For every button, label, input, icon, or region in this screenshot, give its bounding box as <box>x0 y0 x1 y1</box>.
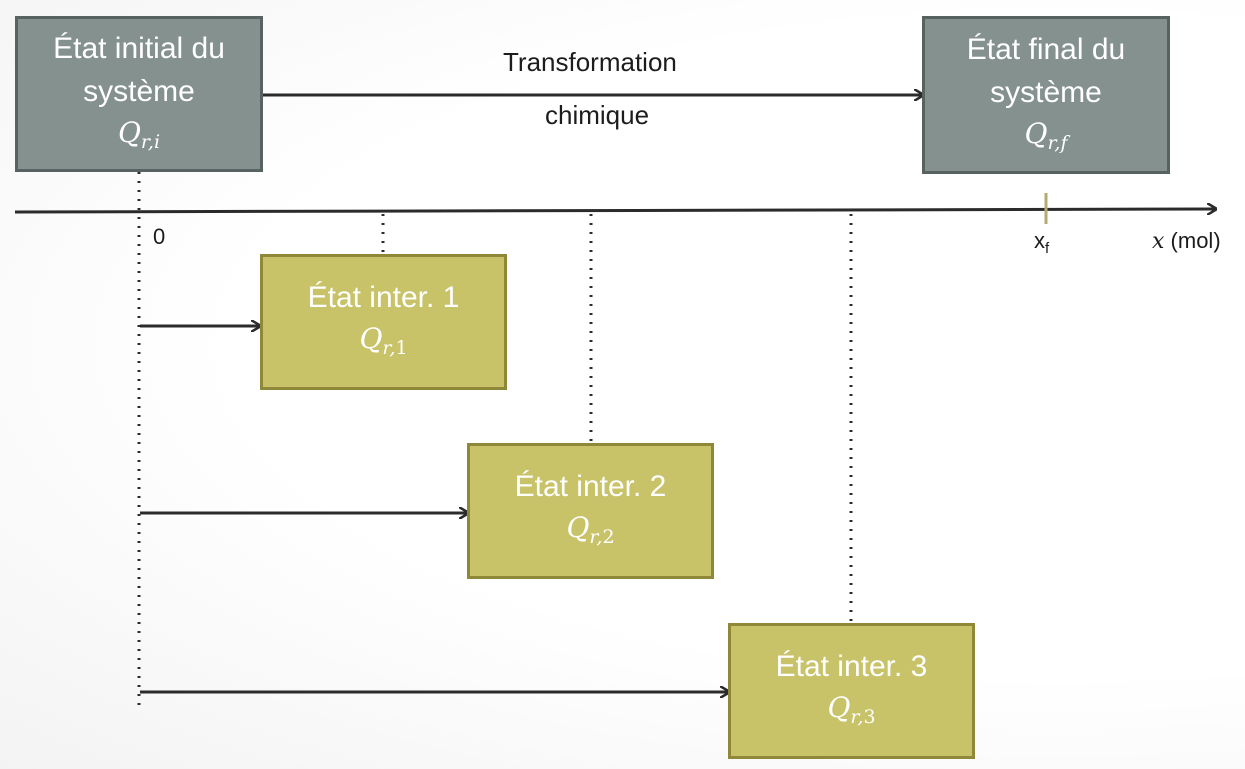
intermediate-state-3-box: État inter. 3 Qr,3 <box>728 623 975 759</box>
intermediate-state-2-quotient: Qr,2 <box>566 511 615 548</box>
axis-label: x (mol) <box>1152 228 1221 254</box>
initial-state-line1: État initial du <box>53 31 225 65</box>
final-state-line2: système <box>990 75 1102 109</box>
final-state-box: État final du système Qr,f <box>922 16 1170 174</box>
intermediate-state-1-label: État inter. 1 <box>307 281 460 314</box>
origin-label: 0 <box>153 224 166 249</box>
intermediate-state-3-quotient: Qr,3 <box>827 691 876 728</box>
final-state-line1: État final du <box>966 32 1126 66</box>
final-state-quotient: Qr,f <box>1024 116 1068 154</box>
transformation-label-line1: Transformation <box>503 47 677 77</box>
initial-state-box: État initial du système Qr,i <box>15 16 263 172</box>
transformation-label-line2: chimique <box>545 100 650 130</box>
intermediate-state-1-quotient: Qr,1 <box>359 322 408 359</box>
xf-label: xf <box>1034 228 1050 257</box>
initial-state-line2: système <box>83 74 195 108</box>
intermediate-state-2-box: État inter. 2 Qr,2 <box>467 443 714 579</box>
intermediate-state-2-label: État inter. 2 <box>514 470 667 503</box>
intermediate-state-3-label: État inter. 3 <box>775 650 928 683</box>
intermediate-state-1-box: État inter. 1 Qr,1 <box>260 254 507 390</box>
extent-axis <box>14 209 1216 212</box>
initial-state-quotient: Qr,i <box>117 115 161 153</box>
